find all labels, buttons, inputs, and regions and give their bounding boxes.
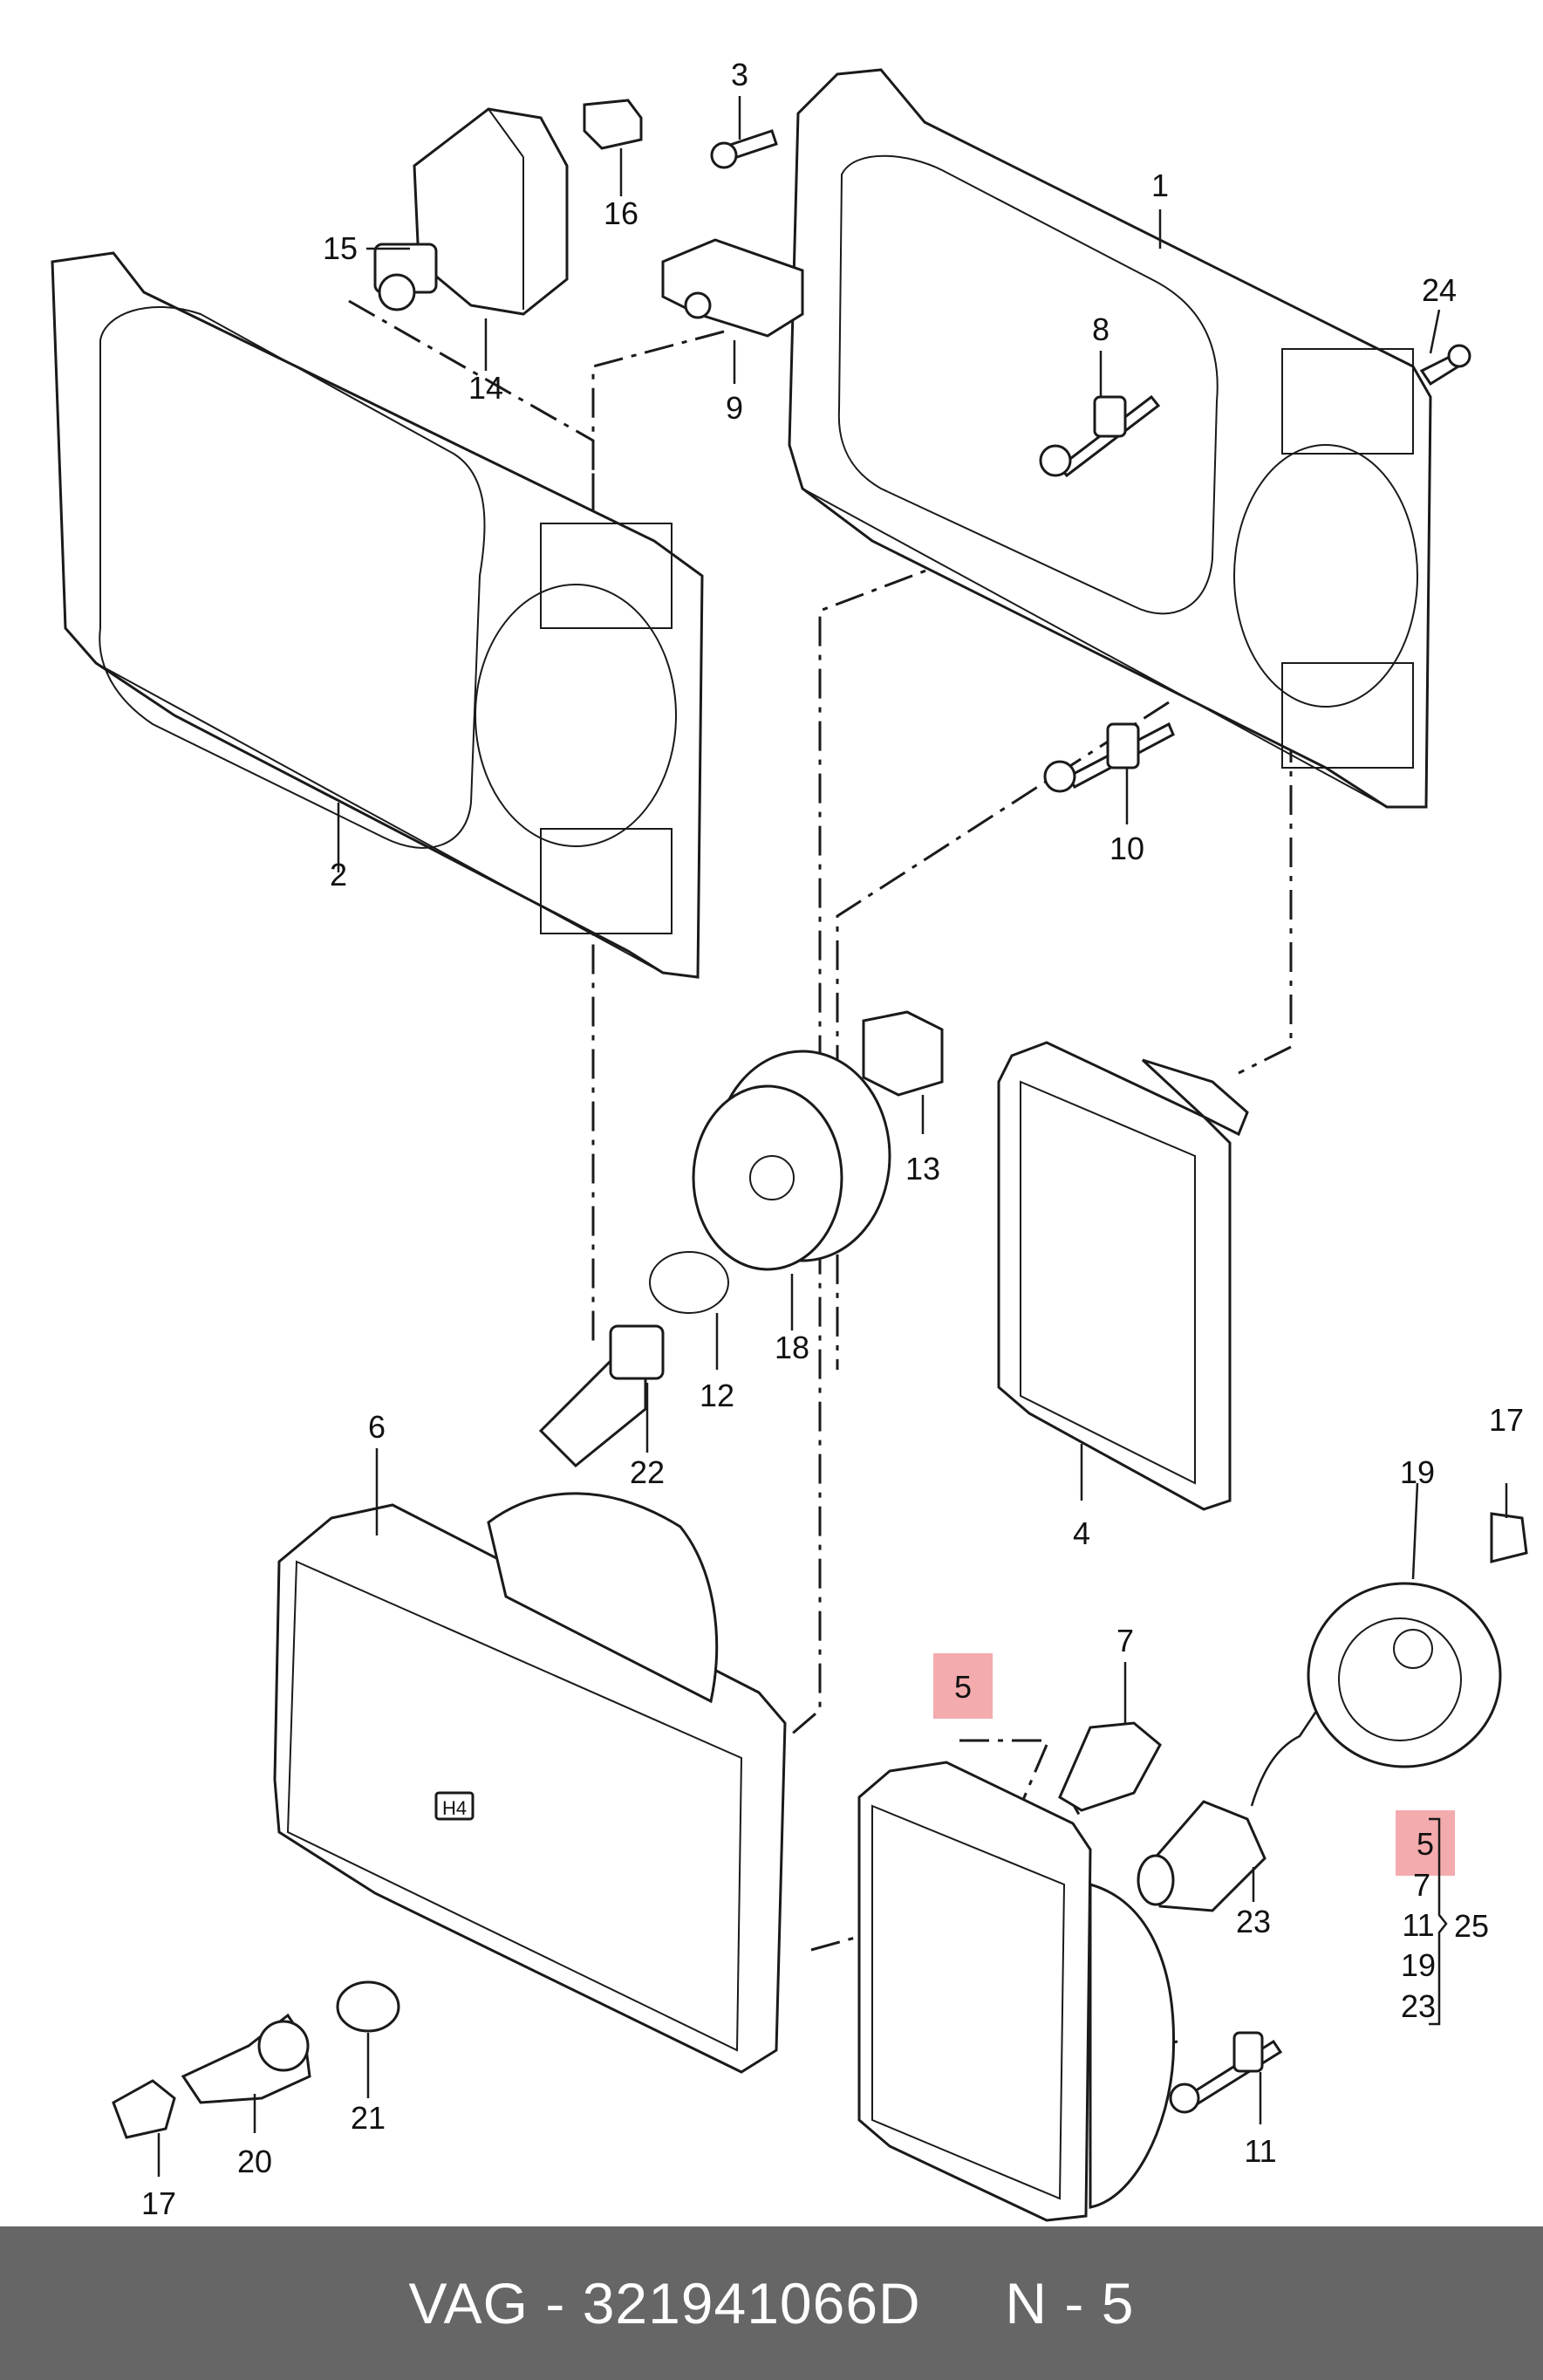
- callout-17-upper: 17: [1489, 1402, 1524, 1438]
- clip-lower: [112, 2079, 176, 2139]
- callout-9: 9: [726, 390, 743, 426]
- callout-14: 14: [468, 370, 503, 406]
- footer-separator: -: [545, 2271, 566, 2336]
- footer-sep-1: [529, 2270, 545, 2336]
- highlight-box-main: [933, 1653, 993, 1719]
- footer-bar: VAG - 321941066D N - 5: [0, 2226, 1543, 2380]
- callout-22: 22: [630, 1454, 665, 1490]
- kit-item-23: 23: [1401, 1988, 1436, 2024]
- screw-right: [1419, 344, 1471, 386]
- kit-item-11: 11: [1402, 1907, 1434, 1943]
- callout-6: 6: [368, 1409, 386, 1445]
- dust-cap: [692, 1050, 891, 1271]
- callout-24: 24: [1422, 272, 1457, 308]
- callout-21: 21: [351, 2100, 386, 2136]
- adjuster-bracket: [661, 238, 804, 338]
- footer-sep-4: [1084, 2270, 1101, 2336]
- kit-list: 5 7 11 19 23 25: [1401, 1817, 1489, 2026]
- footer-position-number: 5: [1101, 2271, 1135, 2336]
- lens-marking-h4: H4: [442, 1797, 467, 1819]
- footer-position-prefix: N: [1005, 2271, 1048, 2336]
- left-headlight-frame: [51, 251, 704, 979]
- footer-sep-3: [1048, 2270, 1064, 2336]
- callout-numbers: 1 2 3 4 5 6 7 8 9 10 11 12 13 14 15 16 1…: [141, 57, 1524, 2221]
- callout-1: 1: [1151, 168, 1169, 203]
- callout-8: 8: [1092, 311, 1109, 347]
- adjusting-screw-upper: [1039, 394, 1161, 478]
- footer-brand: VAG: [408, 2271, 529, 2336]
- callout-leaders: [157, 96, 1508, 2177]
- callout-23: 23: [1236, 1904, 1271, 1939]
- callout-13: 13: [905, 1151, 940, 1187]
- bulb-cover-cap: [373, 107, 569, 316]
- callout-15: 15: [323, 230, 358, 266]
- parking-light-socket: [181, 2013, 311, 2104]
- main-headlight-h4: H4: [273, 1492, 787, 2074]
- parking-light-bulb: [336, 1980, 400, 2033]
- kit-item-7: 7: [1413, 1867, 1430, 1903]
- callout-11: 11: [1244, 2133, 1276, 2169]
- callout-16: 16: [604, 195, 638, 231]
- callout-12: 12: [700, 1378, 734, 1413]
- callout-20: 20: [237, 2144, 272, 2179]
- callout-19: 19: [1400, 1454, 1435, 1490]
- adjusting-screw-lower: [1043, 722, 1175, 793]
- footer-sep-2: [565, 2270, 582, 2336]
- small-clip: [583, 99, 643, 150]
- callout-18: 18: [775, 1330, 809, 1365]
- callout-4: 4: [1073, 1515, 1090, 1551]
- highlight-box-kit: [1396, 1810, 1455, 1876]
- halogen-bulb: [1137, 1709, 1319, 1912]
- connector: [862, 1010, 944, 1097]
- auxiliary-lamp-unit: [997, 1041, 1249, 1511]
- callout-10: 10: [1109, 831, 1144, 866]
- retaining-spring: [649, 1251, 729, 1314]
- footer-position-separator: -: [1064, 2271, 1085, 2336]
- headlight-insert: [857, 1761, 1176, 2222]
- callout-5: 5: [954, 1669, 972, 1705]
- kit-number-25: 25: [1454, 1908, 1489, 1944]
- footer-gap: [921, 2270, 1006, 2336]
- footer-part-number: 321941066D: [582, 2271, 921, 2336]
- h4-bulb: [538, 1324, 665, 1468]
- callout-7: 7: [1116, 1623, 1134, 1658]
- adjusting-screw-bottom: [1169, 2031, 1283, 2114]
- kit-bracket: [1429, 1817, 1448, 2026]
- exploded-parts-diagram: H4: [51, 57, 1528, 2222]
- callout-2: 2: [330, 857, 347, 892]
- clip-upper: [1490, 1512, 1528, 1563]
- callout-3: 3: [731, 57, 748, 92]
- reflector-cap: [1307, 1582, 1502, 1768]
- callout-17-lower: 17: [141, 2185, 176, 2221]
- kit-item-19: 19: [1401, 1947, 1436, 1983]
- bulb-plug: [1058, 1721, 1162, 1812]
- screw: [710, 129, 778, 169]
- kit-item-5: 5: [1417, 1826, 1434, 1862]
